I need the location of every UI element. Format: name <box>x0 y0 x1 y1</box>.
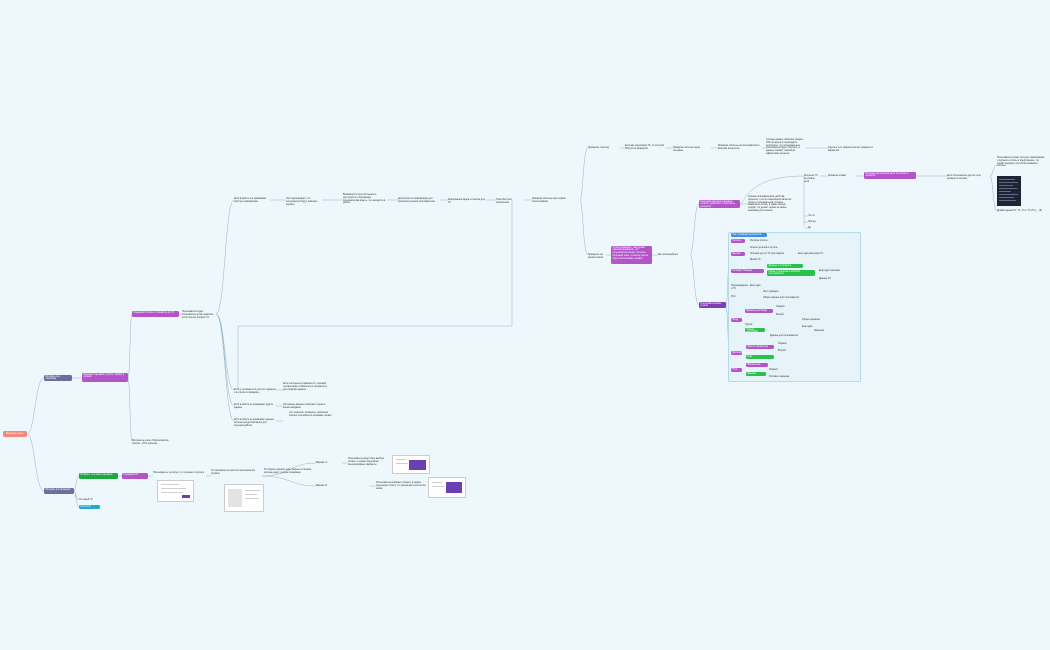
panel-text: Значения <box>814 330 825 332</box>
check-flow-node[interactable]: Чтобы проверить, нам нужно сначала прове… <box>611 246 652 264</box>
green-note: Тестовый ТС <box>79 499 93 501</box>
panel-text: Позиции цен по ТС для каждого <box>750 253 785 255</box>
top-text-1: Если мы предложим ТС, то получим 30% рос… <box>625 145 664 150</box>
payment-scenario-node[interactable]: Сценарий оплаты: от нажатия до ТС <box>132 311 179 317</box>
variant-b-thumbnail <box>428 477 466 498</box>
panel-login-node[interactable]: Вход <box>731 318 742 322</box>
mid-text-4: Системные данные позволяют оценить время… <box>283 404 326 409</box>
panel-other-node[interactable]: Другие параметры <box>746 345 774 349</box>
top-text-5: Сделать тест эффекта роста с каждым из в… <box>828 147 873 152</box>
list-label-4: Что-то <box>808 215 815 217</box>
panel-header[interactable]: Лист проверки результата <box>731 233 767 237</box>
panel-text: Группа <box>745 324 753 326</box>
panel-text: Время ТС <box>750 259 761 261</box>
goal-metric-text: Если пользователь достиг цели, проверить… <box>947 175 982 180</box>
chain-text-2: Это подтверждает, что пользователи будут… <box>286 198 318 206</box>
phone-screenshot <box>997 176 1021 206</box>
key-metric-desc: Оценка пользователями удобства процесса,… <box>748 196 792 212</box>
chain-text-7: Проверка гипотезы при первом использован… <box>532 198 566 203</box>
green-text-1: Пользователь тестирует, что он может пол… <box>153 472 205 474</box>
panel-text: Общее значение <box>802 319 821 321</box>
screenshot-thumbnail <box>224 484 264 512</box>
panel-extra-node[interactable]: Дополнительно <box>731 350 750 355</box>
green-text-2: Тестирование на простых пользователях се… <box>211 470 255 475</box>
list-label-6: Да <box>808 227 811 229</box>
panel-link-node[interactable]: Связь с проектом и оплатой пользователя <box>767 270 815 276</box>
panel-text: Подтверждение и ТС <box>731 285 749 290</box>
panel-text: Общие данные для пользователя <box>763 297 800 299</box>
panel-text: Второй <box>778 350 786 352</box>
early-check-label: Проверить на ранних этапах <box>588 254 604 259</box>
panel-text: Второй <box>776 314 784 316</box>
chain-text-5: Информация видна и понятна для ТС <box>448 199 485 204</box>
panel-text: Итог <box>731 296 736 298</box>
base-scenario-node[interactable]: Базовый сценарий: группа, подбор и оплат… <box>82 373 128 382</box>
screenshot-thumbnail <box>157 480 194 502</box>
panel-data-node[interactable]: Данные и стоимость <box>767 264 803 268</box>
panel-text: Итоговое значение <box>769 376 790 378</box>
panel-text: Первый <box>778 343 787 345</box>
panel-result-node[interactable]: Данные <box>746 372 766 376</box>
variant-a-text: Пользователь видит окно выбора оплаты, а… <box>348 458 384 466</box>
variant-b-label: Вариант Б <box>316 485 328 487</box>
list-label-1: Результат ТС на уровне цели <box>804 175 819 183</box>
root-node[interactable]: Бизнес-цель <box>3 431 27 437</box>
note-text: Пользователь будет пользоваться этим сер… <box>182 311 214 319</box>
phone-caption: Пользователь может получить информацию о… <box>997 157 1045 168</box>
panel-settings-node[interactable]: Общие настройки <box>745 328 765 333</box>
chain-text-1: Если в работе его сравнивают простую инф… <box>234 198 267 203</box>
panel-more-node[interactable]: Ещё <box>746 355 774 359</box>
panel-text: Ещё одна <box>750 285 761 287</box>
panel-text: Первый <box>769 369 778 371</box>
panel-text: Данные для пользователя <box>770 335 799 337</box>
user-group-node[interactable]: Пользовательская группа <box>699 302 726 308</box>
metrics-check-node[interactable]: Метрики для проверки <box>44 488 74 494</box>
panel-details-node[interactable]: Детали <box>731 252 745 256</box>
phone-caption-2: Дизайн экрана ТС: ТС, ТС и ТС (ТС) ... (… <box>997 210 1042 212</box>
note-text: Метрики на этапе сбора вопросов, прогноз… <box>132 440 169 445</box>
panel-terms-node[interactable]: Условия ТС/цены <box>731 269 764 273</box>
list-label-5: Прочее <box>808 221 816 223</box>
mid-text-6: Что позволяет проверить, насколько хорош… <box>289 412 332 417</box>
prototype-node[interactable]: Прототип <box>79 505 100 509</box>
mid-text-2: Если система не справляется с оценкой, ч… <box>283 383 328 391</box>
choose-label: Мы хотим выбрать <box>658 254 679 256</box>
scenario-node[interactable]: Сценарий ТС <box>122 473 148 479</box>
top-text-4: Готовые данные помогают увидеть 70% инте… <box>766 139 804 155</box>
key-metric-node[interactable]: Ключевая метрика сценария оплаты, удобст… <box>699 200 740 208</box>
panel-text: Первый <box>776 306 785 308</box>
panel-text: Список деталей и их роль <box>750 247 778 249</box>
variant-b-text: Пользователь выбирает продукт, а сервис … <box>376 482 426 490</box>
mid-text-5: Если в работе он сравнивает данные, кото… <box>234 419 275 427</box>
mid-text-1: Если у человека есть доступ к данным и о… <box>234 389 276 394</box>
chain-text-6: План быстрого обновления <box>496 199 512 204</box>
top-text-2: Проверка гипотезы через интервью <box>673 147 701 152</box>
top-branch-label: Проверить гипотезу <box>588 147 610 149</box>
mid-text-3: Если в работе он сравнивает другие данны… <box>234 404 273 409</box>
panel-summary-node[interactable]: Итог <box>731 368 742 372</box>
panel-login-data-node[interactable]: Данные для входа <box>745 309 773 313</box>
goal-metric-node[interactable]: Метрика выполнения цели по оплате и проц… <box>864 172 916 179</box>
variant-a-thumbnail <box>392 455 430 474</box>
panel-text: Лист проверки <box>763 291 779 293</box>
top-text-3: Проверка гипотезы на пользователях с выс… <box>718 145 760 150</box>
panel-text: Ещё одно <box>802 326 813 328</box>
chain-text-3: Возможность простой оценки и доступности… <box>343 194 386 205</box>
panel-text: Данные ТС <box>819 278 831 280</box>
green-text-3: Тестируем сначала через разные источники… <box>264 469 312 474</box>
metrics-transition-node[interactable]: Метрики для перехода <box>44 375 72 381</box>
panel-text: Ещё одна категория ТС <box>798 253 824 255</box>
variant-a-label: Вариант А <box>316 462 328 464</box>
chain-text-4: Достаточно ли информации для принятия ре… <box>398 198 435 203</box>
list-label-2: Проверка ставки <box>828 175 846 177</box>
panel-text: Ещё одно значение <box>819 270 840 272</box>
panel-payment-node[interactable]: Оплата <box>731 239 745 243</box>
test-scenario-node[interactable]: Выбрать тестовый сценарий <box>79 473 118 479</box>
panel-text: Метрика оплаты <box>750 240 768 242</box>
panel-final-node[interactable]: Финальный <box>746 363 768 367</box>
